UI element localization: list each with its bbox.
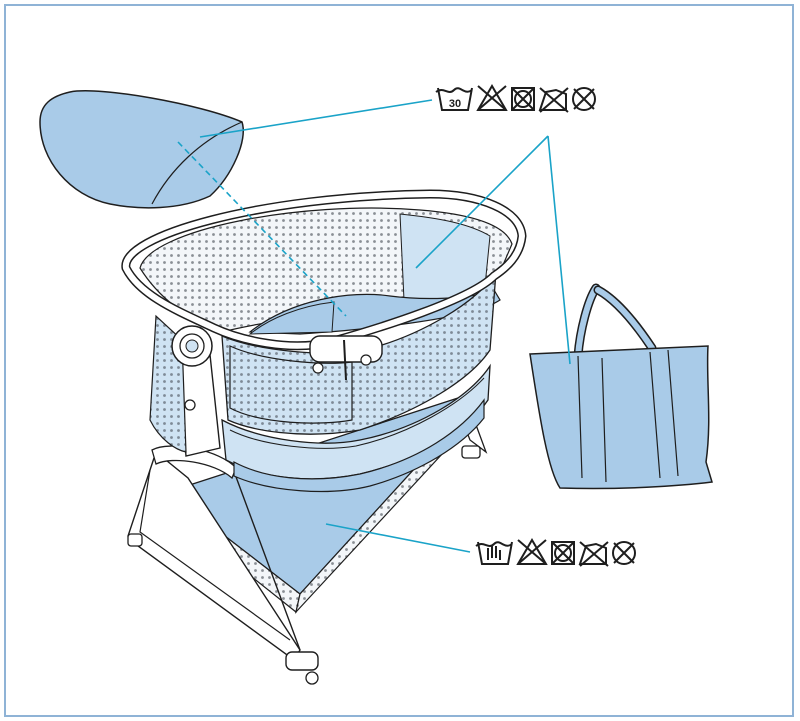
svg-text:30: 30 [449, 98, 461, 110]
canopy-cover [40, 91, 243, 208]
tote-bag [530, 288, 712, 489]
no-bleach-icon [478, 86, 506, 110]
no-iron-icon [540, 88, 568, 112]
no-dry-clean-icon [573, 88, 595, 110]
leader-line-bag [548, 136, 570, 364]
no-tumble-dry-icon [552, 542, 574, 564]
wash-30-icon: 30 [436, 88, 472, 110]
no-bleach-icon [518, 540, 546, 564]
no-iron-icon [580, 542, 608, 566]
no-dry-clean-icon [613, 542, 635, 564]
no-tumble-dry-icon [512, 88, 534, 110]
care-symbols-bottom [476, 540, 635, 566]
care-symbols-top: 30 [436, 86, 595, 112]
hand-wash-icon [476, 542, 512, 564]
